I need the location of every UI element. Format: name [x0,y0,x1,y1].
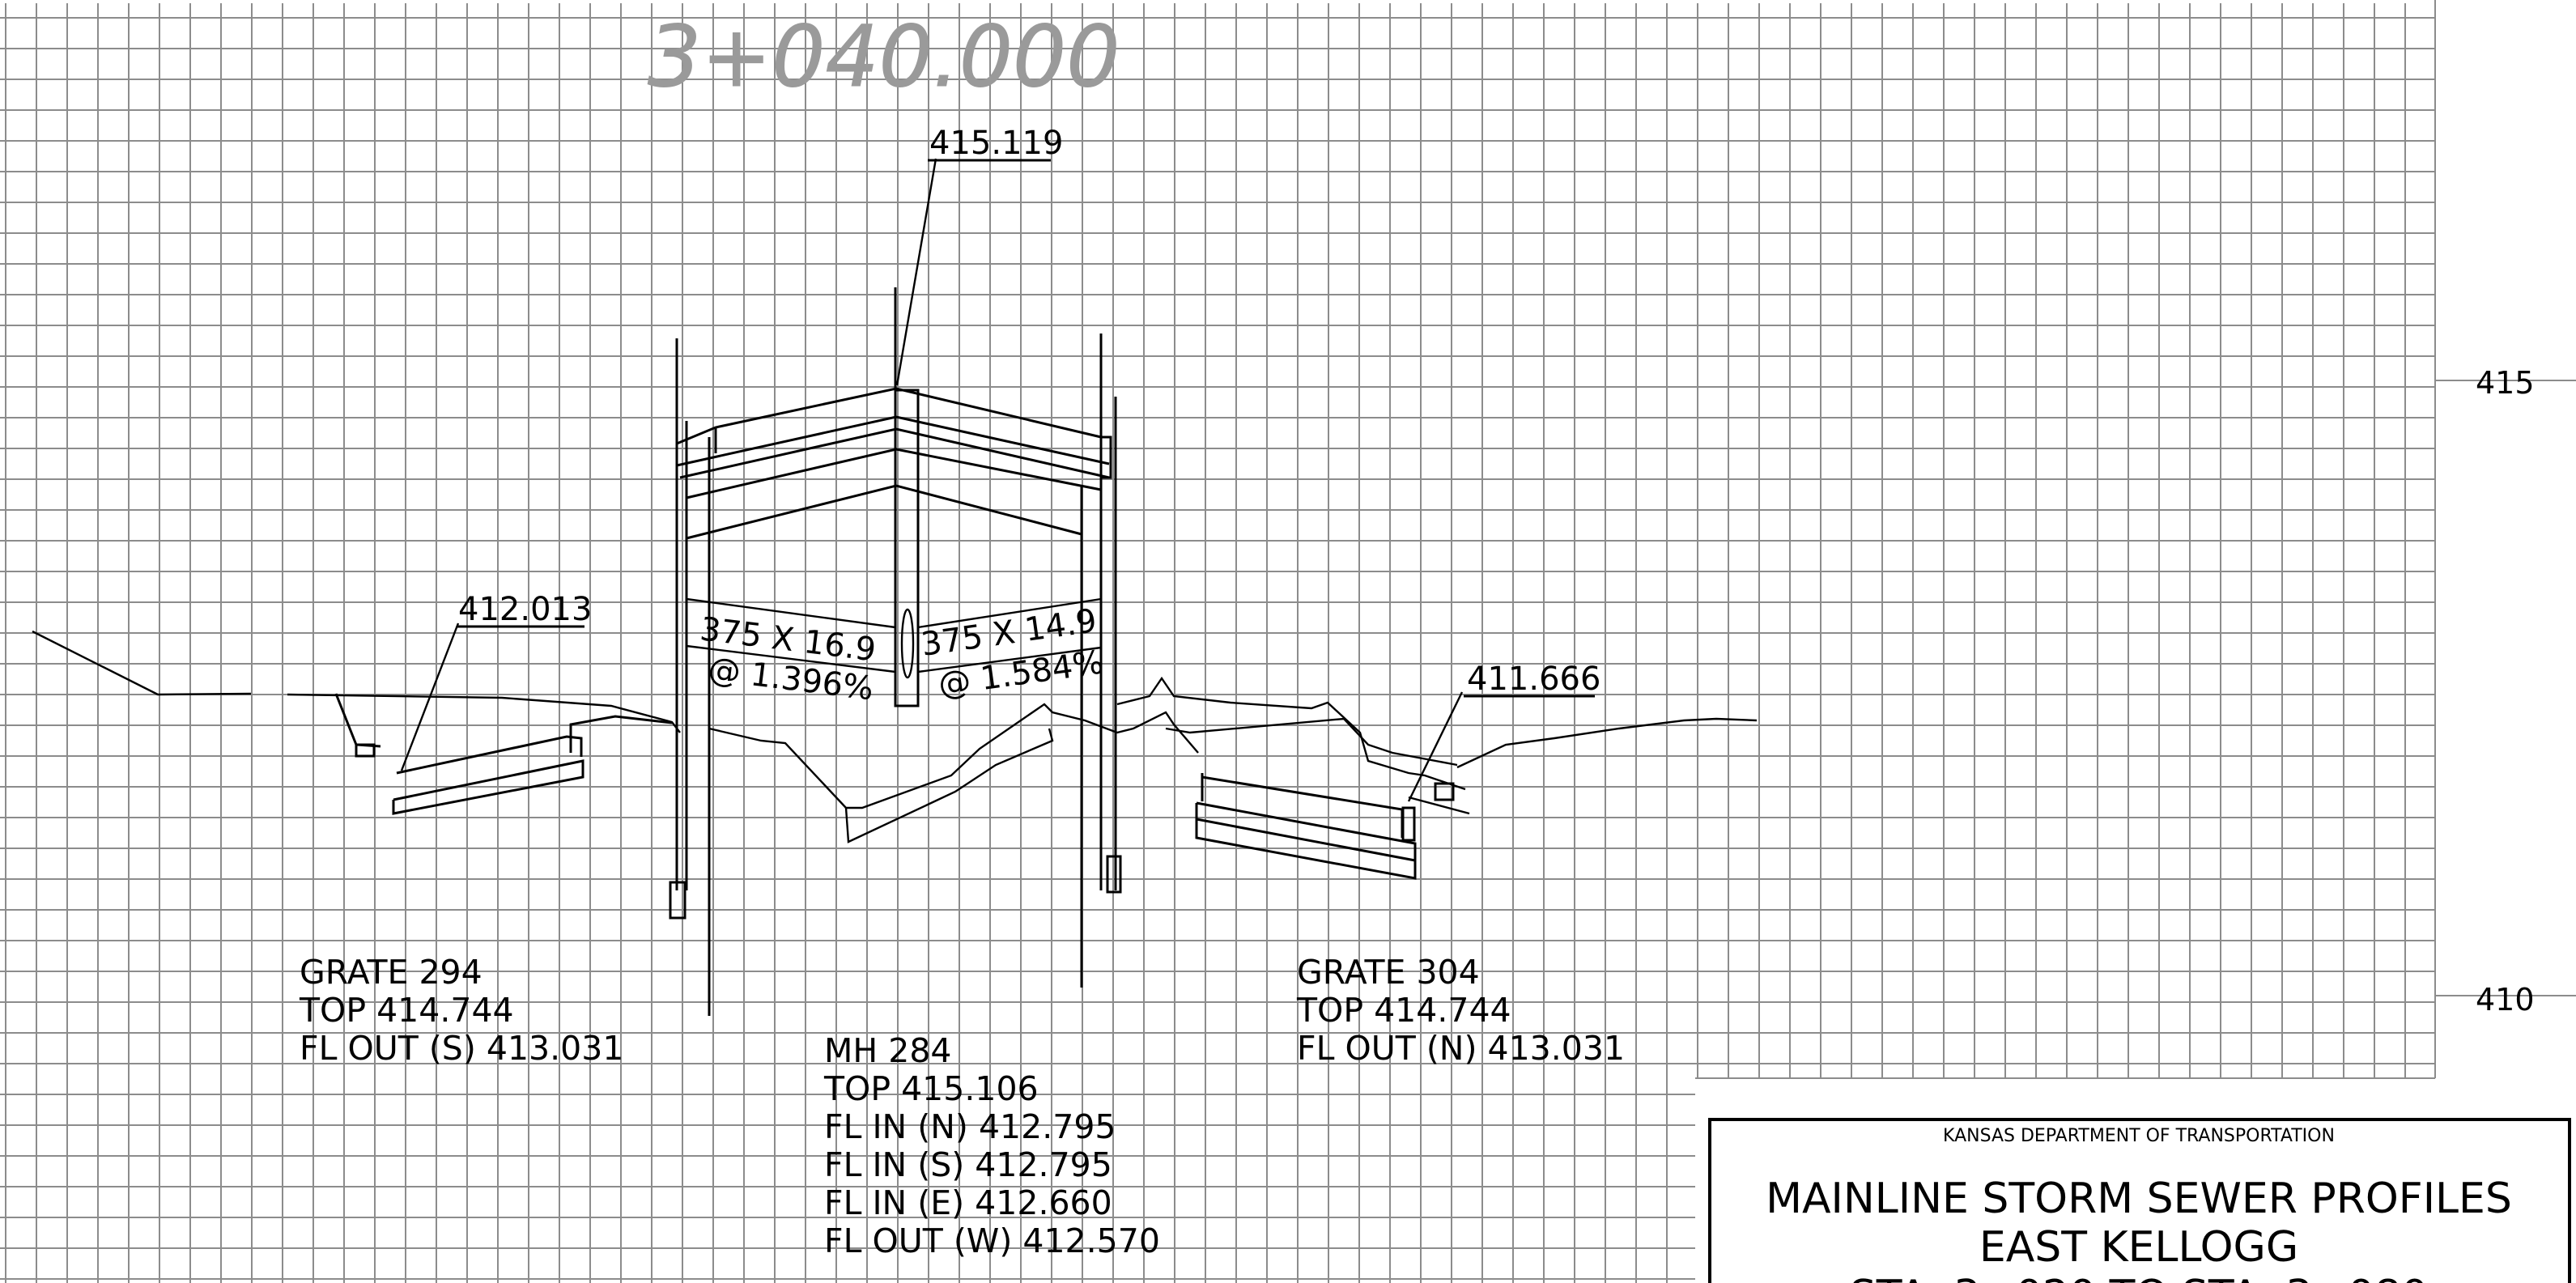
grate-304-top: TOP 414.744 [1296,991,1511,1030]
left-elevation-text: 412.013 [458,591,592,628]
grate-304-pipe-body [1195,801,1417,880]
grate-294-lip [355,743,376,758]
title-block: KANSAS DEPARTMENT OF TRANSPORTATION MAIN… [1708,1118,2571,1283]
mh-right-footing [1106,855,1122,894]
grate-304-pipe-mid [1196,818,1416,862]
leader-right-elevation [1407,691,1464,802]
mh-284-top: TOP 415.106 [823,1069,1039,1108]
top-elevation-text: 415.119 [929,125,1063,162]
grade-line-mid-2 [844,728,1054,843]
elevation-label-415: 415 [2476,365,2535,401]
title-line-2: EAST KELLOGG [1979,1223,2298,1272]
grate-304-fl-out: FL OUT (N) 413.031 [1297,1029,1625,1068]
pipe-left-bottom [686,644,896,673]
grate-304-notes: GRATE 304 TOP 414.744 FL OUT (N) 413.031 [1296,953,1625,1068]
grate-304-hint [1408,796,1470,815]
title-block-frame [1708,1118,2571,1283]
pipe-right-top [917,597,1102,629]
grate-304-box [1434,782,1455,801]
title-line-3: STA. 3+020 TO STA. 3+080 [1850,1272,2428,1283]
ground-line-left [32,630,252,696]
grate-294-top: TOP 414.744 [299,991,514,1030]
mh-284-fl-out-w: FL OUT (W) 412.570 [824,1221,1160,1260]
grade-line-mid-1 [708,703,1199,809]
title-agency: KANSAS DEPARTMENT OF TRANSPORTATION [1943,1126,2335,1146]
leader-top-elevation [895,158,937,386]
mh-284-name: MH 284 [824,1031,952,1070]
grate-294-notes: GRATE 294 TOP 414.744 FL OUT (S) 413.031 [299,953,623,1068]
mh-riser-opening [900,608,915,679]
grate-294-fl-out: FL OUT (S) 413.031 [300,1029,623,1068]
mh-284-fl-in-e: FL IN (E) 412.660 [824,1183,1112,1222]
callout-right-elevation: 411.666 [1464,661,1600,698]
station-label: 3+040.000 [648,7,1120,106]
mh-riser [894,389,920,707]
grate-294-wall [569,715,673,753]
mh-slab-tick-right [1099,435,1112,479]
grate-294-name: GRATE 294 [300,953,482,992]
mh-284-notes: MH 284 TOP 415.106 FL IN (N) 412.795 FL … [823,1031,1160,1260]
grade-line-mid-4 [1165,717,1458,767]
pipe-left-top [686,597,896,629]
grade-line-mid-3 [1116,676,1466,791]
mh-top-slab-1 [676,387,1102,445]
leader-left-elevation [400,622,460,771]
callout-top-elevation: 415.119 [928,125,1063,162]
callout-left-elevation: 412.013 [457,591,592,628]
mh-left-footing [669,881,687,920]
right-elevation-text: 411.666 [1467,661,1600,698]
grate-294-pipe-bottom [392,759,584,815]
mh-284-fl-in-n: FL IN (N) 412.795 [824,1107,1116,1146]
mh-284-fl-in-s: FL IN (S) 412.795 [824,1145,1112,1184]
elevation-label-410: 410 [2476,982,2535,1017]
ground-line-right [1456,717,1758,769]
grate-304-name: GRATE 304 [1297,953,1480,992]
title-line-1: MAINLINE STORM SEWER PROFILES [1766,1175,2512,1223]
profile-linework [32,158,1758,1016]
grate-294-pipe-top [396,735,583,775]
pipe-right-bottom [917,646,1102,673]
grate-304-lip [1401,806,1416,842]
